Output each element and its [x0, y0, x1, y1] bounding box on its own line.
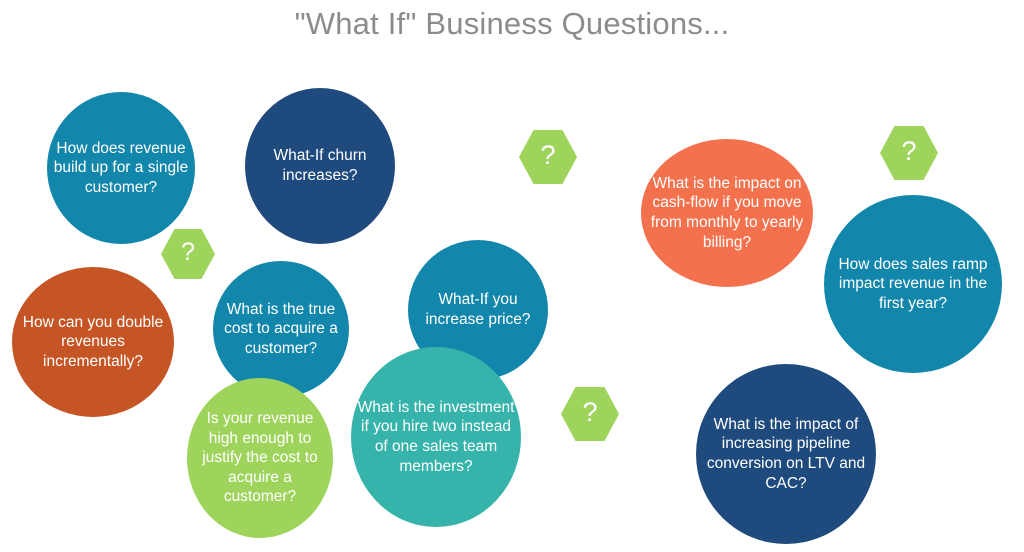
question-bubble-investment-hire-two: What is the investment if you hire two i… [351, 347, 521, 527]
question-bubble-cashflow-billing: What is the impact on cash-flow if you m… [641, 139, 813, 287]
question-bubble-true-cost-acquire: What is the true cost to acquire a custo… [213, 261, 349, 397]
question-mark-glyph: ? [901, 135, 917, 166]
question-mark-hexagon-icon: ? [519, 130, 577, 184]
question-bubble-label: What-If you increase price? [425, 291, 531, 328]
question-bubble-label: How can you double revenues incrementall… [22, 313, 164, 370]
question-mark-hexagon-icon: ? [880, 126, 938, 180]
question-mark-glyph: ? [582, 396, 598, 427]
question-bubble-label: What is the impact of increasing pipelin… [706, 415, 866, 492]
question-bubble-label: What is the impact on cash-flow if you m… [650, 174, 804, 251]
question-mark-hexagon-icon: ? [161, 229, 215, 279]
question-bubble-label: What-If churn increases? [273, 147, 367, 184]
question-bubble-label: What is the true cost to acquire a custo… [224, 300, 338, 357]
question-bubble-label: What is the investment if you hire two i… [357, 398, 515, 475]
question-bubble-label: How does revenue build up for a single c… [53, 139, 189, 196]
page-title: "What If" Business Questions... [294, 6, 730, 41]
question-bubble-double-revenues: How can you double revenues incrementall… [12, 267, 174, 417]
question-bubble-revenue-high-enough: Is your revenue high enough to justify t… [187, 378, 333, 538]
question-bubble-pipeline-conversion: What is the impact of increasing pipelin… [696, 364, 876, 544]
question-mark-glyph: ? [540, 139, 556, 170]
question-bubble-sales-ramp: How does sales ramp impact revenue in th… [824, 195, 1002, 373]
question-mark-hexagon-icon: ? [561, 387, 619, 441]
question-bubble-churn-increases: What-If churn increases? [245, 88, 395, 244]
question-bubble-label: Is your revenue high enough to justify t… [202, 410, 318, 506]
question-mark-glyph: ? [181, 237, 195, 266]
question-bubble-label: How does sales ramp impact revenue in th… [838, 255, 988, 312]
question-bubble-revenue-build-up: How does revenue build up for a single c… [47, 92, 195, 244]
